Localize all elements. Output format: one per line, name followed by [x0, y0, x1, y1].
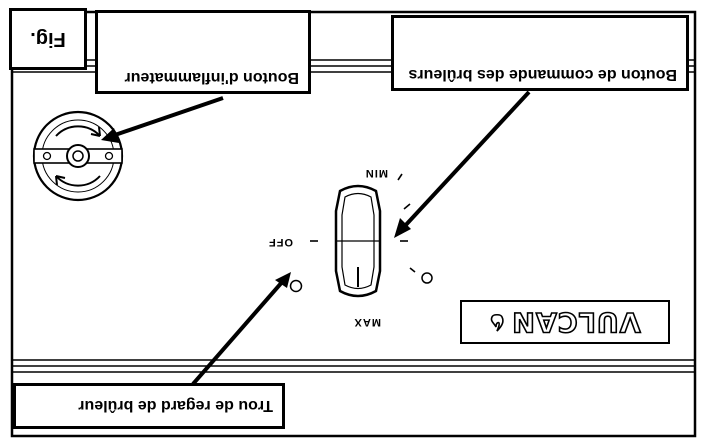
callout-igniter-button: Bouton d'inflammateur	[95, 10, 311, 94]
burner-control-knob[interactable]	[334, 184, 382, 298]
dial-markings	[310, 173, 416, 273]
vulcan-logo: VULCAN	[460, 300, 670, 344]
dial-min-label: MIN	[364, 167, 388, 179]
callout-burner-sight-hole-text: Trou de regard de brûleur	[78, 397, 273, 415]
flame-icon	[491, 313, 505, 332]
burner-sight-hole	[289, 279, 303, 293]
arrow-burner-knob	[401, 90, 531, 230]
callout-burner-sight-hole: Trou de regard de brûleur	[13, 383, 285, 429]
leader-arrows	[101, 90, 531, 386]
figure-label: Fig.	[9, 8, 87, 70]
dial-off-label: OFF	[268, 236, 293, 248]
callout-igniter-button-text: Bouton d'inflammateur	[124, 69, 299, 86]
callout-burner-control-knob-text: Bouton de commande des brûleurs	[408, 66, 677, 83]
arrow-igniter	[111, 96, 224, 138]
panel-bottom-trim-lines	[12, 359, 695, 373]
dial-off-dot	[421, 272, 433, 284]
callout-burner-control-knob: Bouton de commande des brûleurs	[391, 15, 689, 91]
dial-max-label: MAX	[353, 316, 381, 328]
control-panel-outline	[10, 10, 697, 438]
arrow-sight-hole	[191, 279, 285, 386]
vulcan-logo-text: VULCAN	[511, 306, 642, 339]
figure-label-text: Fig.	[30, 28, 66, 51]
igniter-knob[interactable]	[32, 110, 124, 202]
